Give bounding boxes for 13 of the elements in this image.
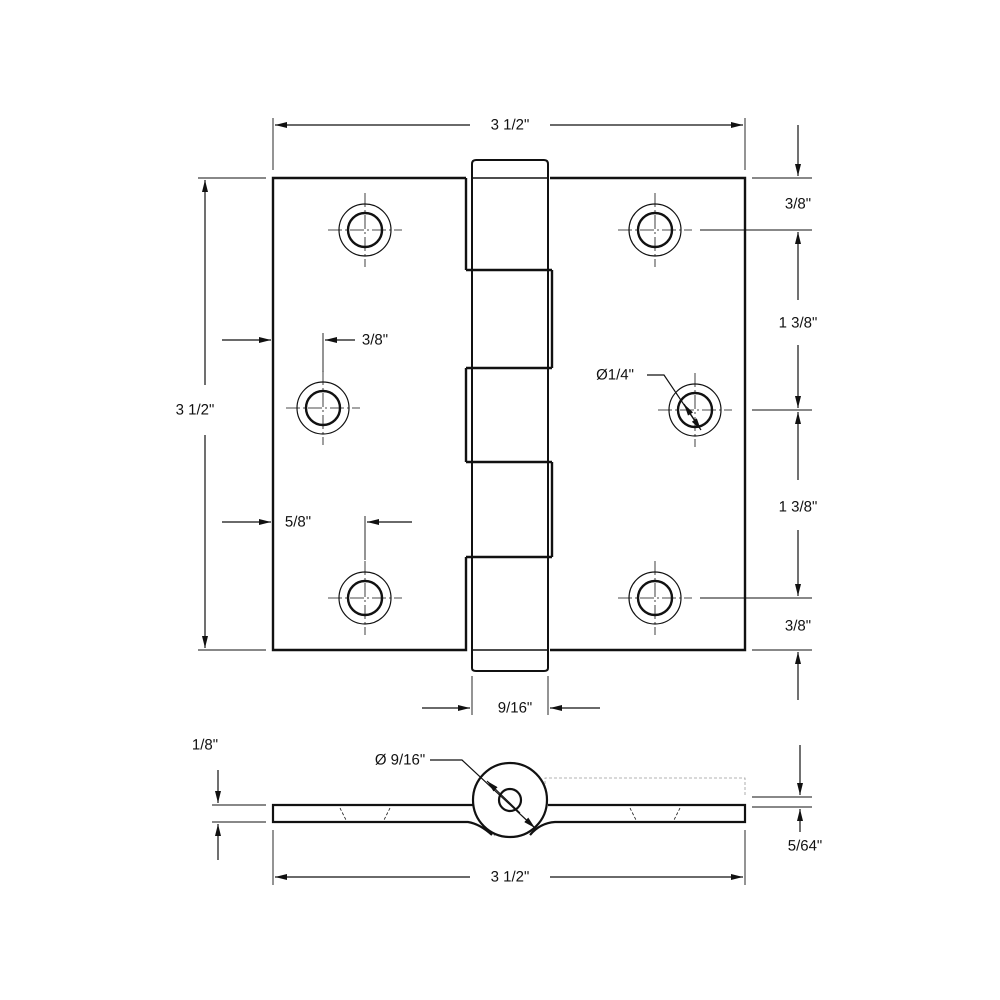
dimension-label: Ø1/4" (594, 368, 636, 382)
dimension-label: 3/8" (782, 196, 814, 212)
dimension-label: 3 1/2" (488, 118, 532, 132)
dimension-label: 1 3/8" (776, 500, 820, 514)
dimension-label: 3 1/2" (174, 402, 216, 418)
dimension-label: 3/8" (360, 332, 390, 348)
dimension-label: 9/16" (496, 700, 534, 716)
dimension-label: 3 1/2" (488, 870, 532, 884)
dimension-label: Ø 9/16" (372, 752, 428, 768)
dimension-label: 3/8" (782, 618, 814, 634)
dimension-label: 5/64" (786, 838, 824, 854)
dimension-label: 1 3/8" (776, 316, 820, 330)
dimension-label: 5/8" (282, 514, 314, 530)
